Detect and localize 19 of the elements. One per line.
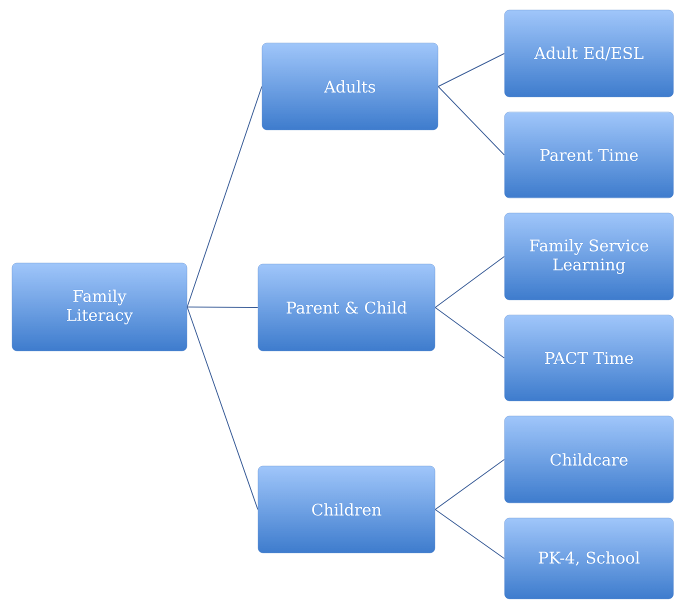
connector-line <box>434 256 505 308</box>
connector-line <box>438 53 505 87</box>
box: Family Literacy <box>12 262 188 352</box>
connector-line <box>438 86 505 156</box>
box: Parent Time <box>504 112 674 198</box>
box: PACT Time <box>504 314 674 402</box>
box: Children <box>258 466 436 554</box>
box: PK-4, School <box>504 518 674 600</box>
connector-line <box>434 307 505 358</box>
connector-line <box>186 306 258 308</box>
box: Adult Ed/ESL <box>504 10 674 98</box>
box: Adults <box>262 42 438 130</box>
connector-line <box>434 459 505 510</box>
connector-line <box>186 306 258 510</box>
box: Parent & Child <box>258 264 436 352</box>
connector-line <box>186 86 262 308</box>
connector-line <box>434 509 505 559</box>
box: Childcare <box>504 416 674 504</box>
box: Family Service Learning <box>504 212 674 300</box>
